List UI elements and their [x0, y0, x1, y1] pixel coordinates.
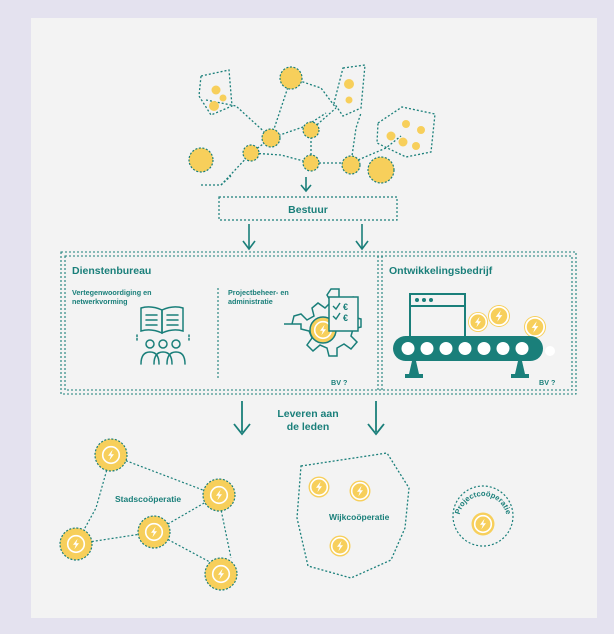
conveyor-belt-icon	[393, 293, 555, 378]
ontwikkelingsbedrijf-bv: BV ?	[539, 378, 555, 387]
svg-text:€: €	[343, 302, 348, 312]
svg-text:€: €	[343, 313, 348, 323]
projectcooperatie: Projectcoöperatie	[452, 485, 514, 547]
wijkcooperatie-area	[296, 452, 410, 579]
dienstenbureau-bv: BV ?	[331, 378, 347, 387]
diagram-canvas: Bestuur Dienstenbureau Vertegenwoordigin…	[31, 18, 597, 618]
deliver-line1: Leveren aan	[277, 408, 338, 420]
arrow-to-board	[300, 177, 312, 193]
deliver-line2: de leden	[287, 421, 330, 433]
organisation-diagram: Bestuur Dienstenbureau Vertegenwoordigin…	[59, 64, 577, 591]
network-nodes	[188, 66, 425, 184]
arrows-board-to-units	[242, 224, 369, 251]
dienstenbureau-right-line1: Projectbeheer- en	[228, 288, 289, 297]
delivery-arrows	[233, 401, 385, 436]
wijkcooperatie-label: Wijkcoöperatie	[329, 512, 390, 522]
ontwikkelingsbedrijf-title: Ontwikkelingsbedrijf	[389, 265, 493, 277]
stadscooperatie-network	[59, 438, 238, 591]
conveyor-coins	[468, 305, 555, 356]
dienstenbureau-left-line2: netwerkvorming	[72, 297, 128, 306]
board-label: Bestuur	[288, 204, 328, 216]
dienstenbureau-left-line1: Vertegenwoordiging en	[72, 288, 151, 297]
projectcooperatie-label: Projectcoöperatie	[453, 489, 513, 515]
book-people-icon	[136, 306, 190, 365]
dienstenbureau-title: Dienstenbureau	[72, 265, 151, 277]
dienstenbureau-right-line2: administratie	[228, 297, 273, 306]
organisation-box	[60, 251, 577, 395]
gear-document-icon: € €	[284, 288, 362, 357]
board-box	[218, 196, 398, 221]
stadscooperatie-label: Stadscoöperatie	[115, 494, 181, 504]
